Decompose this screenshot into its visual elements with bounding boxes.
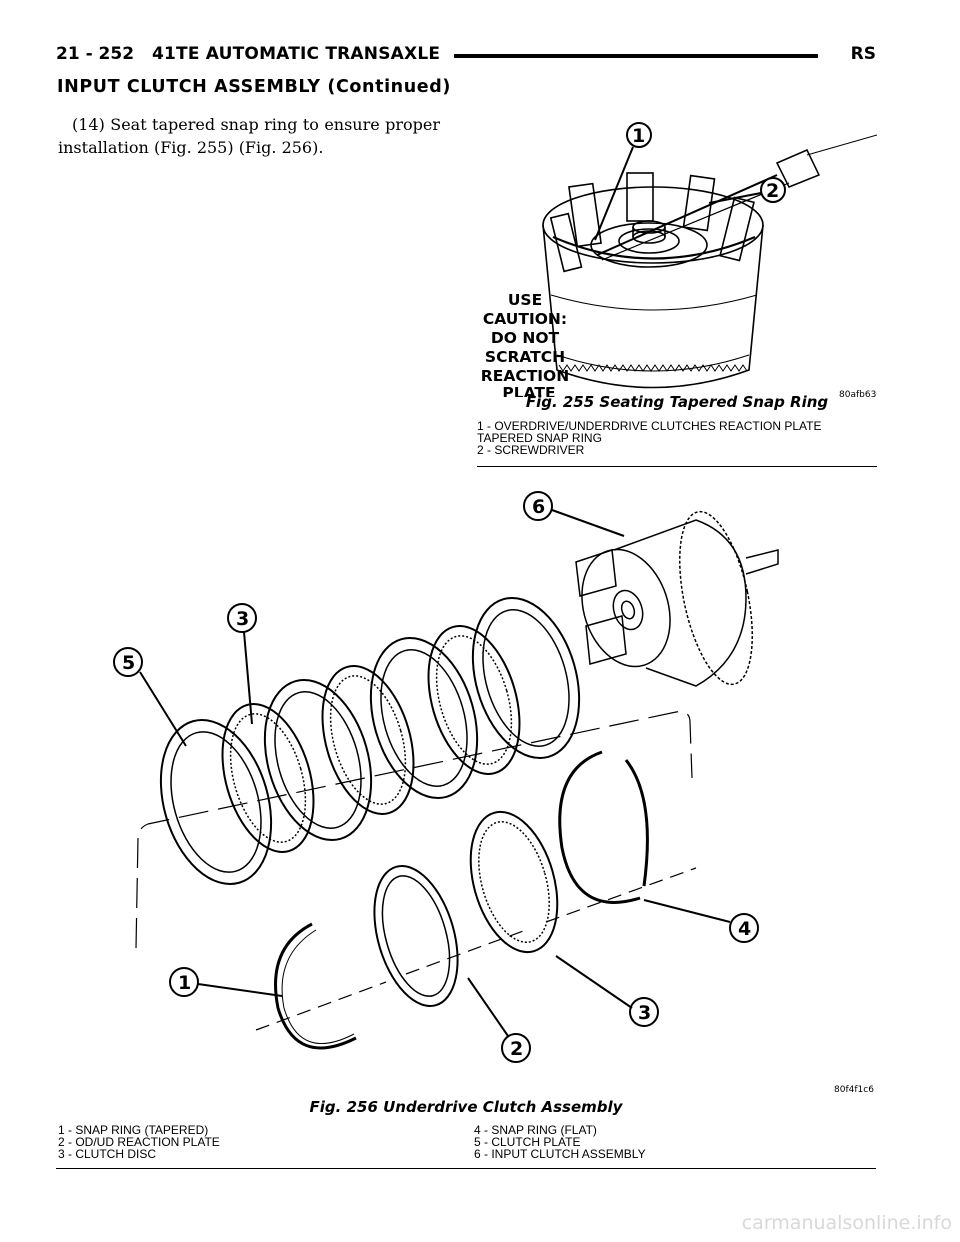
manual-title: 41TE AUTOMATIC TRANSAXLE (152, 44, 441, 64)
figure-255-divider (477, 466, 877, 467)
fig256-image-code: 80f4f1c6 (834, 1085, 874, 1095)
fig256-callout-3: 3 (236, 608, 249, 630)
legend-item: 2 - OD/UD REACTION PLATE (58, 1135, 220, 1149)
figure-255-illustration: 1 2 USE CAUTION: DO NOT SCRATCH REACTION… (481, 122, 877, 397)
figure-256-divider (56, 1168, 876, 1169)
caution-line-2: CAUTION: (483, 310, 567, 328)
fig256-callout-1: 1 (178, 972, 191, 994)
legend-item: 1 - OVERDRIVE/UNDERDRIVE CLUTCHES REACTI… (477, 419, 822, 433)
figure-256-illustration: 6 3 5 4 1 3 2 80f4f1c6 (113, 491, 874, 1095)
procedure-step: (14) Seat tapered snap ring to ensure pr… (58, 115, 440, 157)
legend-item: TAPERED SNAP RING (477, 431, 602, 445)
legend-item: 4 - SNAP RING (FLAT) (474, 1123, 597, 1137)
legend-item: 5 - CLUTCH PLATE (474, 1135, 581, 1149)
vehicle-code: RS (850, 44, 876, 64)
fig256-callout-4: 4 (738, 918, 751, 940)
fig255-image-code: 80afb630 (839, 390, 877, 397)
fig256-callout-5: 5 (122, 652, 135, 674)
caution-line-1: USE (508, 291, 542, 309)
caution-line-4: SCRATCH (485, 348, 565, 366)
legend-item: 6 - INPUT CLUTCH ASSEMBLY (474, 1147, 646, 1161)
fig256-callout-6: 6 (532, 496, 545, 518)
legend-column-1: 1 - SNAP RING (TAPERED) 2 - OD/UD REACTI… (58, 1124, 220, 1160)
watermark: carmanualsonline.info (741, 1212, 952, 1234)
fig255-callout-2: 2 (766, 180, 779, 202)
legend-item: 1 - SNAP RING (TAPERED) (58, 1123, 209, 1137)
fig256-callout-2: 2 (510, 1038, 523, 1060)
figure-255-caption: Fig. 255 Seating Tapered Snap Ring (525, 393, 829, 411)
caution-line-3: DO NOT (491, 329, 560, 347)
fig255-callout-1: 1 (632, 125, 645, 147)
caution-line-6: PLATE (502, 384, 555, 397)
header-rule (454, 54, 818, 58)
fig256-callout-3b: 3 (638, 1002, 651, 1024)
figure-255-legend: 1 - OVERDRIVE/UNDERDRIVE CLUTCHES REACTI… (477, 420, 877, 456)
legend-item: 2 - SCREWDRIVER (477, 443, 585, 457)
section-title: INPUT CLUTCH ASSEMBLY (Continued) (57, 77, 451, 97)
page-number: 21 - 252 (56, 44, 135, 64)
figure-256-caption: Fig. 256 Underdrive Clutch Assembly (309, 1098, 623, 1116)
legend-item: 3 - CLUTCH DISC (58, 1147, 157, 1161)
legend-column-2: 4 - SNAP RING (FLAT) 5 - CLUTCH PLATE 6 … (474, 1124, 646, 1160)
caution-line-5: REACTION (481, 367, 569, 385)
page-header: 21 - 252 41TE AUTOMATIC TRANSAXLE RS (56, 44, 876, 70)
